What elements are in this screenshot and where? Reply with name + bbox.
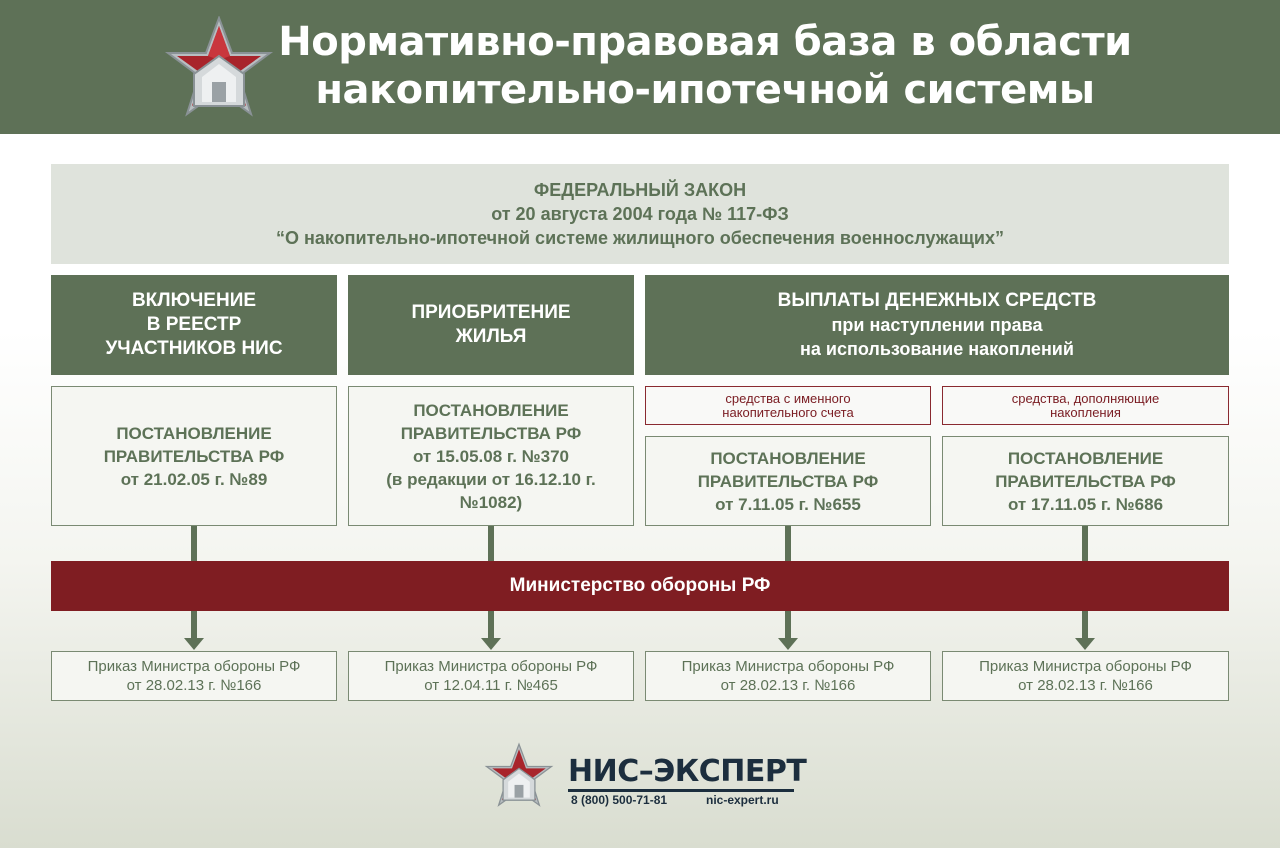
decree-box-370: ПОСТАНОВЛЕНИЕ ПРАВИТЕЛЬСТВА РФ от 15.05.… xyxy=(348,386,634,526)
order-line: Приказ Министра обороны РФ xyxy=(384,658,598,675)
decree-line: ПОСТАНОВЛЕНИЕ xyxy=(116,423,272,443)
decree-line: от 21.02.05 г. №89 xyxy=(120,469,268,489)
arrow-down-icon xyxy=(184,638,204,650)
arrow-down-icon xyxy=(1075,638,1095,650)
brand-underline xyxy=(568,789,794,792)
arrow-down-icon xyxy=(481,638,501,650)
connector-line xyxy=(785,526,791,561)
order-box: Приказ Министра обороны РФ от 12.04.11 г… xyxy=(348,651,634,701)
decree-line: ПОСТАНОВЛЕНИЕ xyxy=(1007,448,1164,468)
star-house-emblem-icon xyxy=(164,16,274,117)
note-named-account: средства с именного накопительного счета xyxy=(645,386,931,425)
decree-box-686: ПОСТАНОВЛЕНИЕ ПРАВИТЕЛЬСТВА РФ от 17.11.… xyxy=(942,436,1229,526)
category-line: на использование накоплений xyxy=(800,339,1074,359)
brand-phone: 8 (800) 500-71-81 xyxy=(571,793,668,807)
order-line: от 28.02.13 г. №166 xyxy=(126,677,262,694)
order-box: Приказ Министра обороны РФ от 28.02.13 г… xyxy=(51,651,337,701)
connector-line xyxy=(488,526,494,561)
decree-box-89: ПОСТАНОВЛЕНИЕ ПРАВИТЕЛЬСТВА РФ от 21.02.… xyxy=(51,386,337,526)
law-name: “О накопительно-ипотечной системе жилищн… xyxy=(276,228,1004,248)
decree-line: от 7.11.05 г. №655 xyxy=(715,494,861,514)
connector-line xyxy=(191,526,197,561)
order-line: Приказ Министра обороны РФ xyxy=(681,658,895,675)
note-line: накопления xyxy=(1050,404,1121,420)
order-line: Приказ Министра обороны РФ xyxy=(979,658,1192,675)
decree-line: (в редакции от 16.12.10 г. xyxy=(386,469,596,489)
law-date: от 20 августа 2004 года № 117-ФЗ xyxy=(491,204,789,224)
order-line: Приказ Министра обороны РФ xyxy=(87,658,301,675)
connector-line xyxy=(191,611,197,639)
page-title-line-2: накопительно-ипотечной системы xyxy=(315,67,1095,113)
brand-website: nic-expert.ru xyxy=(706,793,779,807)
note-line: средства, дополняющие xyxy=(1011,390,1160,406)
note-line: накопительного счета xyxy=(722,404,854,420)
decree-line: ПРАВИТЕЛЬСТВА РФ xyxy=(400,423,582,443)
category-line: ВКЛЮЧЕНИЕ xyxy=(131,290,257,311)
category-line: при наступлении права xyxy=(831,315,1043,335)
law-title: ФЕДЕРАЛЬНЫЙ ЗАКОН xyxy=(533,180,747,200)
note-line: средства с именного xyxy=(725,390,851,406)
note-supplementing-funds: средства, дополняющие накопления xyxy=(942,386,1229,425)
decree-line: ПРАВИТЕЛЬСТВА РФ xyxy=(103,446,285,466)
order-box: Приказ Министра обороны РФ от 28.02.13 г… xyxy=(942,651,1229,701)
connector-line xyxy=(1082,526,1088,561)
category-registry: ВКЛЮЧЕНИЕ В РЕЕСТР УЧАСТНИКОВ НИС xyxy=(51,275,337,375)
decree-line: от 15.05.08 г. №370 xyxy=(412,446,570,466)
decree-line: №1082) xyxy=(459,492,523,512)
category-line: ПРИОБРИТЕНИЕ xyxy=(411,302,571,323)
page-title: Нормативно-правовая база в области накоп… xyxy=(270,18,1140,114)
decree-line: ПРАВИТЕЛЬСТВА РФ xyxy=(697,471,879,491)
category-line: ЖИЛЬЯ xyxy=(455,326,527,347)
connector-line xyxy=(785,611,791,639)
arrow-down-icon xyxy=(778,638,798,650)
page-title-line-1: Нормативно-правовая база в области xyxy=(278,19,1132,65)
decree-line: ПОСТАНОВЛЕНИЕ xyxy=(710,448,866,468)
category-line: ВЫПЛАТЫ ДЕНЕЖНЫХ СРЕДСТВ xyxy=(777,290,1097,311)
star-house-emblem-icon xyxy=(484,742,554,807)
federal-law-box: ФЕДЕРАЛЬНЫЙ ЗАКОН от 20 августа 2004 год… xyxy=(51,164,1229,264)
connector-line xyxy=(488,611,494,639)
decree-line: ПРАВИТЕЛЬСТВА РФ xyxy=(995,471,1176,491)
ministry-bar: Министерство обороны РФ xyxy=(51,561,1229,611)
order-line: от 28.02.13 г. №166 xyxy=(720,677,856,694)
category-payments: ВЫПЛАТЫ ДЕНЕЖНЫХ СРЕДСТВ при наступлении… xyxy=(645,275,1229,375)
order-line: от 28.02.13 г. №166 xyxy=(1018,677,1153,694)
connector-line xyxy=(1082,611,1088,639)
order-box: Приказ Министра обороны РФ от 28.02.13 г… xyxy=(645,651,931,701)
decree-line: от 17.11.05 г. №686 xyxy=(1007,494,1164,514)
category-housing: ПРИОБРИТЕНИЕ ЖИЛЬЯ xyxy=(348,275,634,375)
order-line: от 12.04.11 г. №465 xyxy=(424,677,558,694)
category-line: В РЕЕСТР xyxy=(146,314,242,335)
decree-line: ПОСТАНОВЛЕНИЕ xyxy=(413,400,569,420)
decree-box-655: ПОСТАНОВЛЕНИЕ ПРАВИТЕЛЬСТВА РФ от 7.11.0… xyxy=(645,436,931,526)
category-line: УЧАСТНИКОВ НИС xyxy=(105,338,283,359)
brand-name: НИС–ЭКСПЕРТ xyxy=(568,754,807,789)
